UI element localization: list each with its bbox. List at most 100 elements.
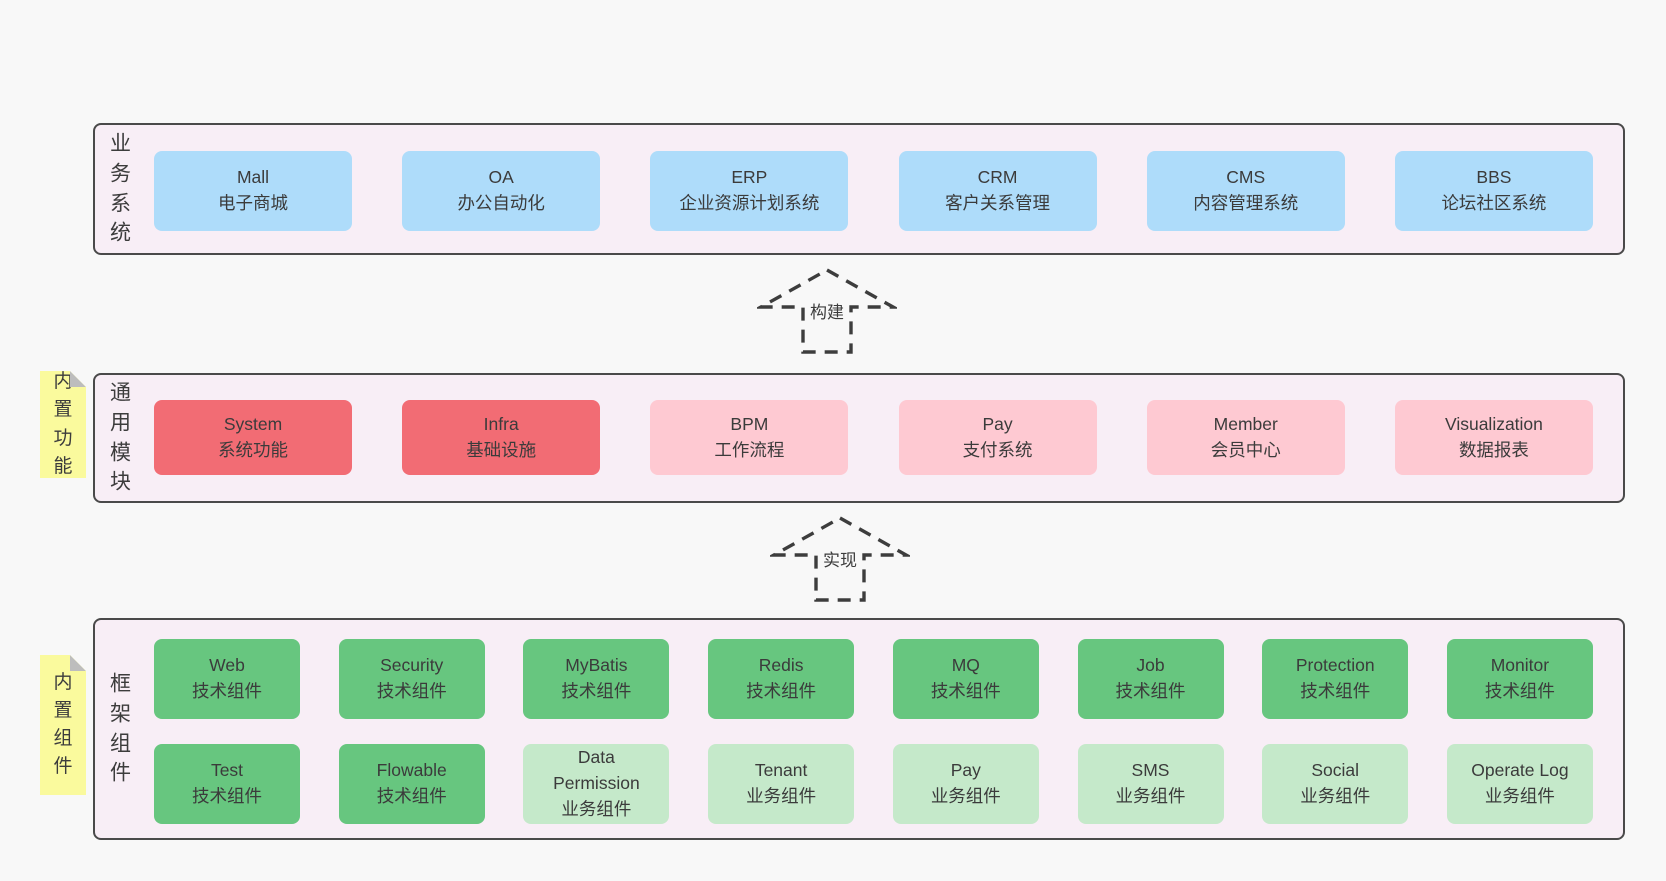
arrow-implement: 实现 bbox=[770, 515, 910, 603]
box-subtitle: 电子商城 bbox=[218, 193, 288, 213]
box-subtitle: 业务组件 bbox=[561, 798, 632, 819]
box-operate-log: Operate Log 业务组件 bbox=[1446, 744, 1593, 824]
business-boxes-row: Mall 电子商城 OA 办公自动化 ERP 企业资源计划系统 CRM 客户关系… bbox=[154, 151, 1593, 231]
sticky-note-built-in-components: 内置组件 bbox=[40, 655, 86, 795]
box-job: Job 技术组件 bbox=[1077, 639, 1224, 719]
box-subtitle: 内容管理系统 bbox=[1193, 193, 1299, 213]
box-social: Social 业务组件 bbox=[1262, 744, 1409, 824]
box-cms: CMS 内容管理系统 bbox=[1146, 151, 1345, 231]
box-title: Flowable bbox=[376, 760, 447, 781]
layer-common-modules: 通用模块 System 系统功能 Infra 基础设施 BPM 工作流程 Pay… bbox=[93, 373, 1625, 503]
box-subtitle: 支付系统 bbox=[962, 439, 1033, 460]
box-subtitle: 业务组件 bbox=[930, 786, 1001, 806]
box-subtitle: 数据报表 bbox=[1458, 439, 1529, 460]
box-tenant: Tenant 业务组件 bbox=[708, 744, 855, 824]
box-title: ERP bbox=[731, 167, 768, 188]
box-title: Infra bbox=[483, 413, 519, 434]
box-mybatis: MyBatis 技术组件 bbox=[523, 639, 670, 719]
box-subtitle: 技术组件 bbox=[1484, 681, 1555, 701]
box-subtitle: 业务组件 bbox=[746, 786, 817, 806]
box-title: BBS bbox=[1476, 167, 1512, 188]
box-pay-component: Pay 业务组件 bbox=[892, 744, 1039, 824]
box-title: Protection bbox=[1295, 655, 1375, 676]
box-title: Job bbox=[1136, 655, 1165, 676]
box-title: BPM bbox=[730, 413, 769, 434]
dashed-up-arrow-icon bbox=[757, 268, 897, 354]
box-bpm: BPM 工作流程 bbox=[650, 400, 849, 475]
box-title: Pay bbox=[982, 413, 1013, 434]
box-subtitle: 客户关系管理 bbox=[945, 193, 1051, 213]
box-subtitle: 会员中心 bbox=[1210, 439, 1281, 460]
arrow-build-label: 构建 bbox=[807, 298, 847, 323]
box-title: MyBatis bbox=[565, 655, 628, 676]
box-subtitle: 业务组件 bbox=[1115, 786, 1186, 806]
box-title: Monitor bbox=[1490, 655, 1550, 676]
box-title: MQ bbox=[951, 655, 980, 676]
box-infra: Infra 基础设施 bbox=[402, 400, 601, 475]
sticky-note-built-in-features: 内置功能 bbox=[40, 371, 86, 478]
arrow-implement-label: 实现 bbox=[820, 546, 860, 571]
box-subtitle: 业务组件 bbox=[1484, 786, 1555, 806]
box-title: Test bbox=[210, 760, 244, 781]
box-title: SMS bbox=[1131, 760, 1170, 781]
box-title: Mall bbox=[236, 167, 270, 188]
box-subtitle: 技术组件 bbox=[376, 786, 447, 806]
box-system: System 系统功能 bbox=[154, 400, 352, 475]
layer-business-side-label: 业务系统 bbox=[110, 132, 131, 245]
box-title: Tenant bbox=[754, 760, 808, 781]
box-title: Security bbox=[380, 655, 444, 676]
layer-framework-components: 框架组件 Web 技术组件 Security 技术组件 MyBatis 技术组件… bbox=[93, 618, 1625, 840]
box-test: Test 技术组件 bbox=[154, 744, 300, 824]
box-subtitle: 基础设施 bbox=[466, 439, 537, 460]
box-title: Pay bbox=[950, 760, 981, 781]
dashed-up-arrow-icon bbox=[770, 516, 910, 602]
box-crm: CRM 客户关系管理 bbox=[898, 151, 1097, 231]
box-title: Visualization bbox=[1444, 413, 1543, 434]
box-title: Web bbox=[209, 655, 245, 676]
box-subtitle: 技术组件 bbox=[1115, 681, 1186, 701]
box-bbs: BBS 论坛社区系统 bbox=[1394, 151, 1593, 231]
box-member: Member 会员中心 bbox=[1146, 400, 1345, 475]
box-subtitle: 技术组件 bbox=[930, 681, 1001, 701]
components-boxes-row-1: Web 技术组件 Security 技术组件 MyBatis 技术组件 Redi… bbox=[154, 639, 1593, 719]
box-web: Web 技术组件 bbox=[154, 639, 300, 719]
box-title: Operate Log bbox=[1471, 760, 1569, 781]
box-flowable: Flowable 技术组件 bbox=[338, 744, 485, 824]
components-boxes-row-2: Test 技术组件 Flowable 技术组件 Data Permission … bbox=[154, 744, 1593, 824]
box-subtitle: 办公自动化 bbox=[457, 193, 545, 213]
layer-modules-side-label: 通用模块 bbox=[110, 381, 131, 494]
box-data-permission: Data Permission 业务组件 bbox=[523, 744, 670, 824]
box-subtitle: 系统功能 bbox=[218, 439, 288, 460]
box-subtitle: 技术组件 bbox=[192, 786, 262, 806]
box-subtitle: 企业资源计划系统 bbox=[679, 193, 820, 213]
box-monitor: Monitor 技术组件 bbox=[1446, 639, 1593, 719]
box-visualization: Visualization 数据报表 bbox=[1394, 400, 1593, 475]
box-mall: Mall 电子商城 bbox=[154, 151, 352, 231]
box-subtitle: 技术组件 bbox=[192, 681, 262, 701]
box-title: OA bbox=[488, 167, 514, 188]
modules-boxes-row: System 系统功能 Infra 基础设施 BPM 工作流程 Pay 支付系统… bbox=[154, 400, 1593, 475]
box-protection: Protection 技术组件 bbox=[1262, 639, 1409, 719]
box-mq: MQ 技术组件 bbox=[892, 639, 1039, 719]
box-subtitle: 技术组件 bbox=[561, 681, 632, 701]
box-subtitle: 论坛社区系统 bbox=[1441, 193, 1547, 213]
box-title: Member bbox=[1213, 413, 1278, 434]
arrow-build: 构建 bbox=[757, 267, 897, 355]
box-security: Security 技术组件 bbox=[338, 639, 485, 719]
box-title: Social bbox=[1311, 760, 1360, 781]
box-subtitle: 工作流程 bbox=[714, 439, 785, 460]
box-subtitle: 技术组件 bbox=[746, 681, 817, 701]
box-title: Data Permission bbox=[553, 747, 640, 794]
box-title: CMS bbox=[1226, 167, 1266, 188]
box-pay: Pay 支付系统 bbox=[898, 400, 1097, 475]
layer-business-systems: 业务系统 Mall 电子商城 OA 办公自动化 ERP 企业资源计划系统 CRM… bbox=[93, 123, 1625, 255]
box-erp: ERP 企业资源计划系统 bbox=[650, 151, 849, 231]
box-subtitle: 业务组件 bbox=[1300, 786, 1371, 806]
box-title: Redis bbox=[758, 655, 804, 676]
box-subtitle: 技术组件 bbox=[376, 681, 447, 701]
box-sms: SMS 业务组件 bbox=[1077, 744, 1224, 824]
box-title: CRM bbox=[977, 167, 1018, 188]
box-subtitle: 技术组件 bbox=[1300, 681, 1371, 701]
box-redis: Redis 技术组件 bbox=[708, 639, 855, 719]
